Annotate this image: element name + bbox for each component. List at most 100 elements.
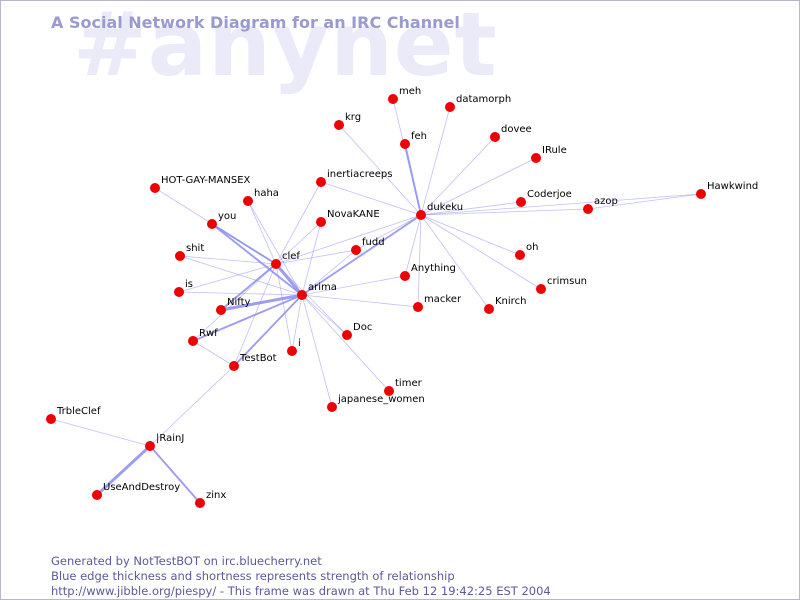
edge-arima-i	[291, 294, 303, 352]
node-label: clef	[282, 251, 300, 262]
node-dot	[316, 217, 326, 227]
node-dot	[413, 302, 423, 312]
node-you: you	[207, 211, 236, 229]
node-dukeku: dukeku	[416, 202, 463, 220]
edge-arima-japanese_women	[301, 294, 333, 408]
node-label: UseAndDestroy	[103, 482, 180, 493]
edge-TestBot-RainJ	[149, 365, 235, 447]
node-dot	[92, 490, 102, 500]
footer-generated-line: Generated by NotTestBOT on irc.bluecherr…	[51, 554, 322, 568]
node-label: zinx	[206, 490, 226, 501]
node-label: dukeku	[427, 202, 463, 213]
node-label: NovaKANE	[327, 209, 380, 220]
node-oh: oh	[515, 242, 538, 260]
node-azop: azop	[583, 196, 618, 214]
edge-dukeku-datamorph	[420, 106, 451, 216]
edge-arima-Anything	[301, 275, 406, 296]
node-label: Hawkwind	[707, 181, 758, 192]
node-dot	[388, 94, 398, 104]
node-label: Rwf	[199, 328, 218, 339]
node-label: azop	[594, 196, 618, 207]
edge-arima-Nifty	[220, 293, 303, 312]
node-label: Anything	[411, 263, 456, 274]
node-label: crimsun	[547, 276, 587, 287]
node-label: IRule	[542, 145, 567, 156]
node-label: TrbleClef	[56, 406, 101, 417]
node-dot	[384, 386, 394, 396]
edge-dukeku-Knirch	[420, 214, 490, 310]
node-dot	[583, 204, 593, 214]
node-label: datamorph	[456, 94, 511, 105]
edge-clef-Nifty	[220, 263, 277, 311]
node-datamorph: datamorph	[445, 94, 511, 112]
edge-dukeku-azop	[420, 208, 589, 216]
node-zinx: zinx	[195, 490, 226, 508]
node-label: Knirch	[495, 296, 526, 307]
node-label: shit	[186, 243, 204, 254]
node-Doc: Doc	[342, 322, 372, 340]
edge-dukeku-IRule	[420, 157, 537, 216]
node-dot	[536, 284, 546, 294]
node-timer: timer	[384, 378, 423, 396]
channel-watermark: #anynet	[73, 0, 498, 96]
node-dot	[400, 139, 410, 149]
node-dot	[696, 189, 706, 199]
node-feh: feh	[400, 131, 427, 149]
node-label: Coderjoe	[527, 189, 572, 200]
node-fudd: fudd	[351, 237, 385, 255]
node-shit: shit	[175, 243, 204, 261]
edge-RainJ-UseAndDestroy	[95, 444, 152, 497]
edge-RainJ-zinx	[149, 445, 201, 504]
node-dot	[516, 197, 526, 207]
node-Hawkwind: Hawkwind	[696, 181, 758, 199]
edge-clef-you	[211, 223, 277, 265]
footer-url-line: http://www.jibble.org/piespy/ - This fra…	[51, 584, 551, 598]
node-Coderjoe: Coderjoe	[516, 189, 572, 207]
node-dot	[515, 250, 525, 260]
edge-layer	[50, 98, 702, 504]
node-dot	[195, 498, 205, 508]
edge-arima-macker	[301, 294, 419, 308]
edge-clef-is	[178, 263, 277, 293]
node-dot	[216, 305, 226, 315]
node-meh: meh	[388, 86, 421, 104]
edge-arima-you	[211, 223, 303, 296]
node-Nifty: Nifty	[216, 297, 251, 315]
node-label: feh	[411, 131, 427, 142]
edge-arima-haha	[247, 200, 303, 296]
node-dot	[174, 287, 184, 297]
node-layer: mehdatamorphkrgdoveefehIRuleinertiacreep…	[46, 86, 758, 508]
edge-Rwf-TestBot	[192, 340, 235, 367]
edge-arima-fudd	[301, 249, 357, 296]
footer-legend-line: Blue edge thickness and shortness repres…	[51, 569, 455, 583]
edge-dukeku-oh	[420, 214, 521, 256]
node-label: you	[218, 211, 236, 222]
node-label: dovee	[501, 124, 532, 135]
node-dot	[327, 402, 337, 412]
edge-dukeku-Anything	[404, 214, 422, 277]
edge-dukeku-Hawkwind	[420, 193, 702, 216]
edge-arima-is	[178, 291, 303, 296]
edge-dukeku-macker	[417, 214, 422, 308]
node-dot	[188, 336, 198, 346]
node-dot	[287, 346, 297, 356]
node-clef: clef	[271, 251, 300, 269]
node-Knirch: Knirch	[484, 296, 526, 314]
node-dot	[334, 120, 344, 130]
node-dovee: dovee	[490, 124, 532, 142]
node-dot	[531, 153, 541, 163]
node-is: is	[174, 279, 193, 297]
edge-dukeku-krg	[338, 124, 422, 216]
node-label: Doc	[353, 322, 372, 333]
node-Anything: Anything	[400, 263, 456, 281]
edge-clef-inertiacreeps	[275, 181, 322, 265]
edge-arima-NovaKANE	[301, 221, 322, 296]
node-label: fudd	[362, 237, 385, 248]
node-dot	[484, 304, 494, 314]
node-dot	[445, 102, 455, 112]
edge-dukeku-fudd	[355, 214, 422, 251]
diagram-footer: Generated by NotTestBOT on irc.bluecherr…	[51, 554, 551, 599]
edge-dukeku-Coderjoe	[420, 201, 522, 216]
node-HOT-GAY-MANSEX: HOT-GAY-MANSEX	[150, 175, 251, 193]
